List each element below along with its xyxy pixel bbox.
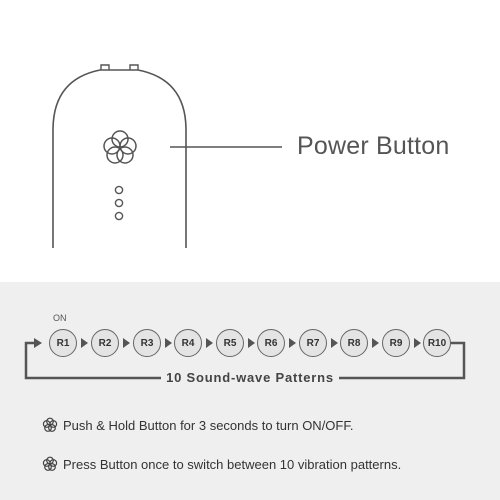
loop-caption: 10 Sound-wave Patterns	[0, 370, 500, 385]
sequence-arrow-icon	[414, 338, 421, 348]
pattern-badge-r9: R9	[382, 329, 410, 357]
device-top-tab-left	[100, 64, 110, 70]
pattern-badge-r1: R1	[49, 329, 77, 357]
pattern-badge-r3: R3	[133, 329, 161, 357]
instruction-text-1: Push & Hold Button for 3 seconds to turn…	[63, 417, 354, 433]
loop-caption-text: 10 Sound-wave Patterns	[161, 370, 339, 385]
indicator-dot-1	[114, 185, 124, 195]
flower-power-icon	[42, 456, 58, 471]
device-body-outline	[52, 69, 187, 248]
pattern-badge-r5: R5	[216, 329, 244, 357]
pattern-badge-r10: R10	[423, 329, 451, 357]
loop-return-arrowhead	[34, 338, 42, 348]
pattern-badge-r6: R6	[257, 329, 285, 357]
pattern-badge-r2: R2	[91, 329, 119, 357]
pattern-info-panel	[0, 282, 500, 500]
pattern-badge-r4: R4	[174, 329, 202, 357]
sequence-arrow-icon	[331, 338, 338, 348]
sequence-arrow-icon	[289, 338, 296, 348]
sequence-arrow-icon	[165, 338, 172, 348]
sequence-arrow-icon	[248, 338, 255, 348]
sequence-arrow-icon	[81, 338, 88, 348]
flower-power-icon	[42, 417, 58, 432]
indicator-dot-3	[114, 211, 124, 221]
pattern-badge-r7: R7	[299, 329, 327, 357]
sequence-arrow-icon	[206, 338, 213, 348]
instruction-text-2: Press Button once to switch between 10 v…	[63, 456, 402, 472]
power-button-flower-icon	[103, 130, 137, 164]
sequence-arrow-icon	[372, 338, 379, 348]
sequence-arrow-icon	[123, 338, 130, 348]
device-illustration-panel	[52, 64, 282, 248]
start-on-label: ON	[53, 313, 67, 323]
indicator-dot-2	[114, 198, 124, 208]
instruction-item-1: Push & Hold Button for 3 seconds to turn…	[41, 416, 353, 434]
pattern-badge-r8: R8	[340, 329, 368, 357]
instruction-item-2: Press Button once to switch between 10 v…	[41, 455, 401, 473]
device-top-tab-right	[129, 64, 139, 70]
device-outline-drawing	[52, 64, 282, 248]
power-button-callout: Power Button	[297, 132, 450, 160]
